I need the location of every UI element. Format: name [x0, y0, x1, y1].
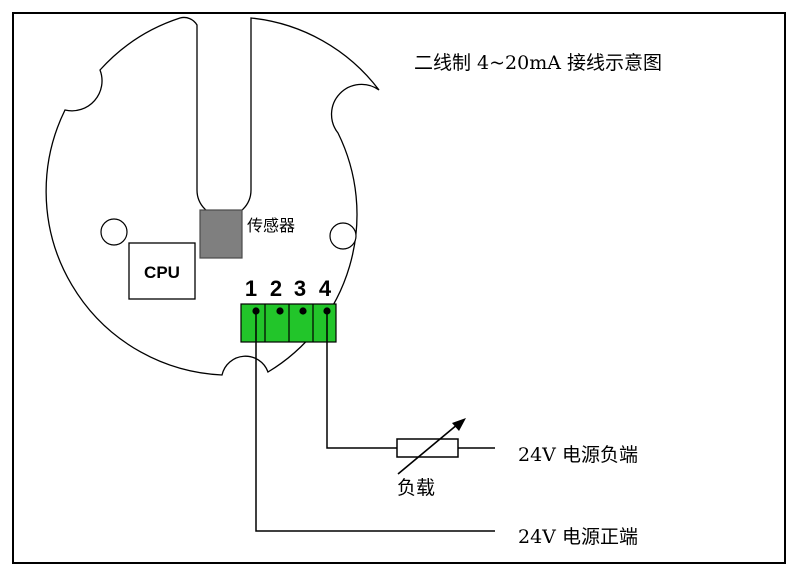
wire-terminal-1 [255, 311, 495, 532]
variable-resistor-icon [396, 418, 466, 475]
load-label: 负载 [397, 477, 435, 499]
power-positive-label: 24V 电源正端 [518, 526, 638, 548]
terminal-number-1: 1 [245, 276, 257, 301]
cpu-chip [128, 242, 196, 300]
diagram-title: 二线制 4~20mA 接线示意图 [414, 52, 662, 74]
sensor-label: 传感器 [247, 216, 295, 235]
mounting-hole-right [329, 222, 357, 250]
wire-terminal-4 [326, 311, 397, 449]
cpu-label: CPU [144, 263, 180, 282]
terminal-number-4: 4 [319, 276, 332, 301]
terminal-screw-3 [299, 307, 307, 315]
terminal-number-3: 3 [294, 276, 306, 301]
terminal-number-2: 2 [270, 276, 282, 301]
power-negative-label: 24V 电源负端 [518, 444, 638, 466]
mounting-hole-left [100, 218, 128, 246]
sensor-chip [199, 209, 243, 259]
terminal-screw-2 [276, 307, 284, 315]
